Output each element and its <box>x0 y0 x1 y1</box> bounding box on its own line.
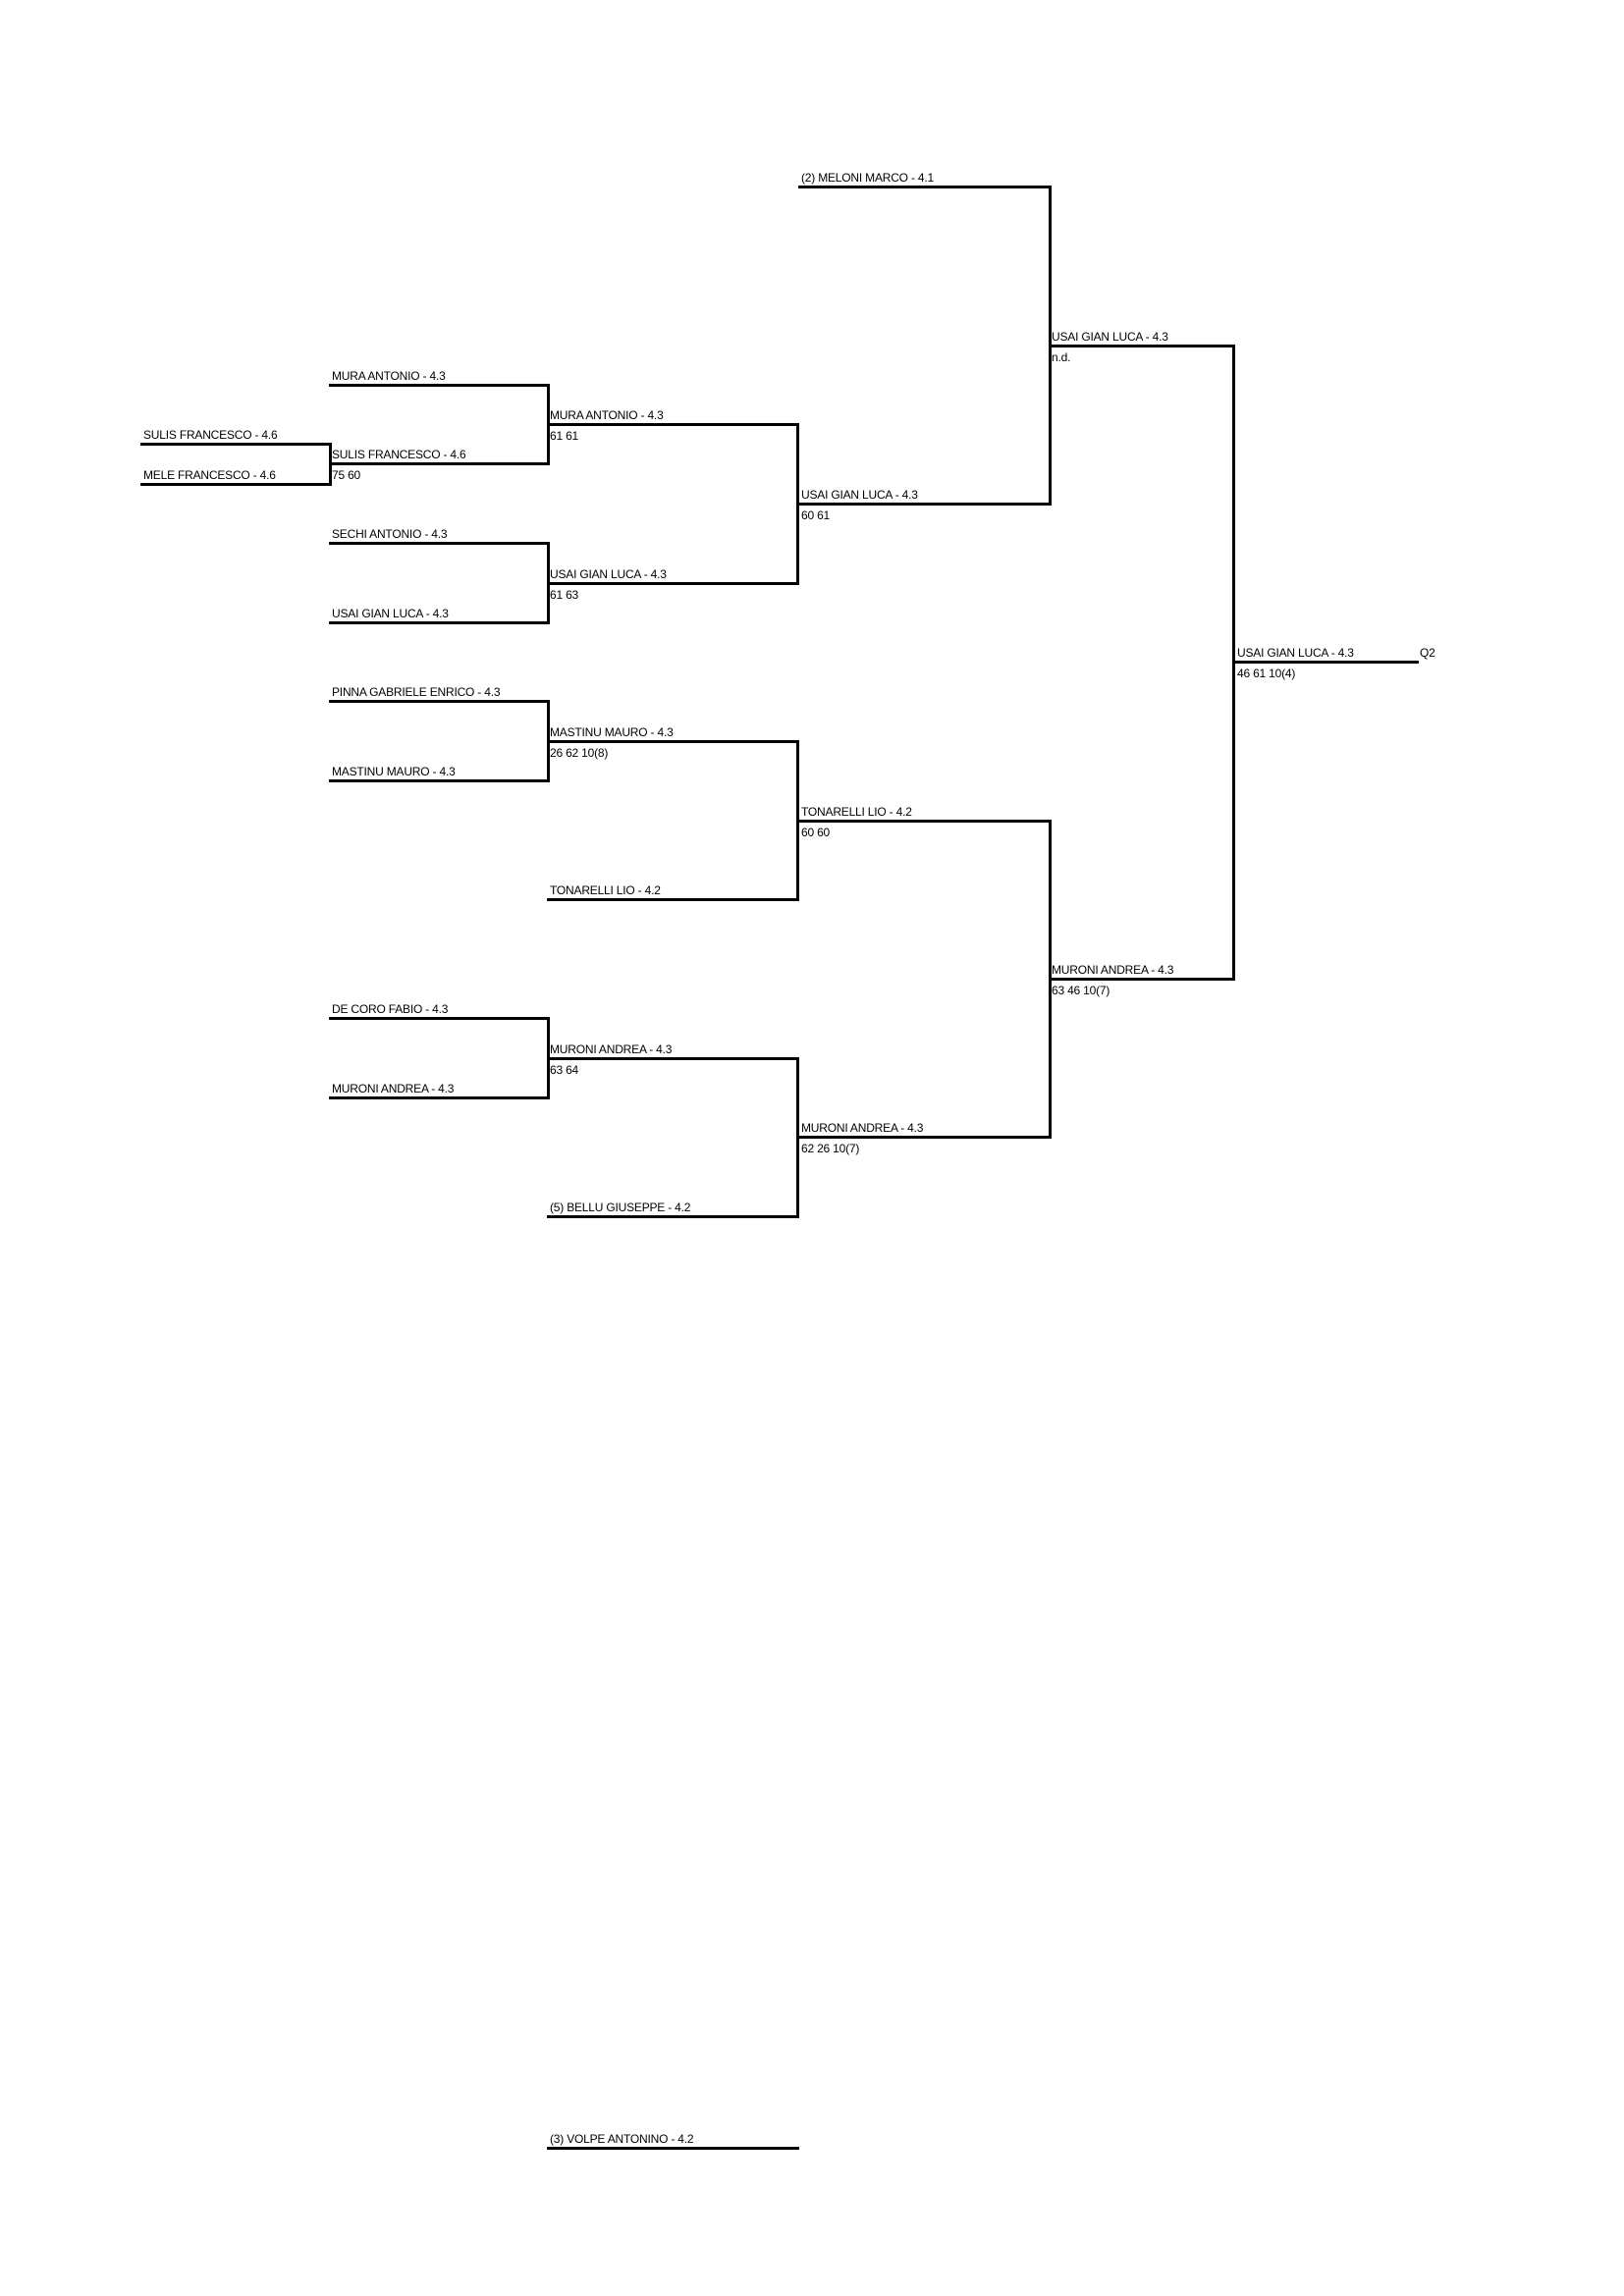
bracket-connector <box>796 1057 799 1218</box>
bracket-connector <box>796 423 799 585</box>
player-decoro-r1: DE CORO FABIO - 4.3 <box>332 1002 449 1016</box>
bracket-line <box>798 1136 1052 1139</box>
bracket-line <box>547 1057 799 1060</box>
bracket-line <box>798 503 1052 506</box>
bracket-line <box>140 483 332 486</box>
score-muroni-r4: 63 46 10(7) <box>1052 984 1110 997</box>
player-meloni-r3: (2) MELONI MARCO - 4.1 <box>801 171 934 185</box>
player-mura-r2: MURA ANTONIO - 4.3 <box>550 408 664 422</box>
player-pinna-r1: PINNA GABRIELE ENRICO - 4.3 <box>332 685 501 699</box>
score-sulis-r1: 75 60 <box>332 468 361 482</box>
bracket-line <box>329 621 550 624</box>
score-muroni-r2: 63 64 <box>550 1063 579 1077</box>
bracket-line <box>798 186 1052 188</box>
player-volpe-r2: (3) VOLPE ANTONINO - 4.2 <box>550 2132 694 2146</box>
player-mastinu-r2: MASTINU MAURO - 4.3 <box>550 725 674 739</box>
player-mele-preliminary: MELE FRANCESCO - 4.6 <box>143 468 276 482</box>
score-mastinu-r2: 26 62 10(8) <box>550 746 609 760</box>
bracket-line <box>1232 661 1419 664</box>
score-usai-r4: n.d. <box>1052 350 1071 364</box>
player-mura-r1: MURA ANTONIO - 4.3 <box>332 369 446 383</box>
player-muroni-r1: MURONI ANDREA - 4.3 <box>332 1082 455 1095</box>
bracket-line <box>329 1017 550 1020</box>
player-usai-r3: USAI GIAN LUCA - 4.3 <box>801 488 918 502</box>
bracket-line <box>329 542 550 545</box>
player-sulis-preliminary: SULIS FRANCESCO - 4.6 <box>143 428 278 442</box>
bracket-line <box>547 2147 799 2150</box>
player-usai-r1: USAI GIAN LUCA - 4.3 <box>332 607 449 620</box>
bracket-line <box>798 820 1052 823</box>
score-usai-r2: 61 63 <box>550 588 579 602</box>
bracket-line <box>547 898 799 901</box>
bracket-line <box>547 1215 799 1218</box>
player-tonarelli-r3: TONARELLI LIO - 4.2 <box>801 805 912 819</box>
bracket-line <box>329 462 550 465</box>
player-sechi-r1: SECHI ANTONIO - 4.3 <box>332 527 448 541</box>
score-tonarelli-r3: 60 60 <box>801 826 831 839</box>
player-usai-r4: USAI GIAN LUCA - 4.3 <box>1052 330 1168 344</box>
score-muroni-r3: 62 26 10(7) <box>801 1142 860 1155</box>
player-muroni-r4: MURONI ANDREA - 4.3 <box>1052 963 1174 977</box>
bracket-line <box>329 384 550 387</box>
bracket-line <box>140 443 332 446</box>
score-usai-r3: 60 61 <box>801 508 831 522</box>
player-mastinu-r1: MASTINU MAURO - 4.3 <box>332 765 456 778</box>
player-bellu-r2: (5) BELLU GIUSEPPE - 4.2 <box>550 1201 691 1214</box>
score-usai-final: 46 61 10(4) <box>1237 667 1296 680</box>
player-usai-final: USAI GIAN LUCA - 4.3 <box>1237 646 1354 660</box>
bracket-connector <box>796 740 799 901</box>
player-tonarelli-r2: TONARELLI LIO - 4.2 <box>550 883 661 897</box>
bracket-line <box>547 740 799 743</box>
player-usai-r2: USAI GIAN LUCA - 4.3 <box>550 567 667 581</box>
bracket-line <box>329 779 550 782</box>
bracket-line <box>329 700 550 703</box>
bracket-line <box>1049 978 1235 981</box>
bracket-line <box>547 582 799 585</box>
player-muroni-r3: MURONI ANDREA - 4.3 <box>801 1121 924 1135</box>
qualifier-label: Q2 <box>1420 646 1435 660</box>
player-sulis-r1: SULIS FRANCESCO - 4.6 <box>332 448 466 461</box>
player-muroni-r2: MURONI ANDREA - 4.3 <box>550 1042 673 1056</box>
score-mura-r2: 61 61 <box>550 429 579 443</box>
bracket-line <box>329 1096 550 1099</box>
bracket-line <box>1049 345 1235 347</box>
bracket-line <box>547 423 799 426</box>
